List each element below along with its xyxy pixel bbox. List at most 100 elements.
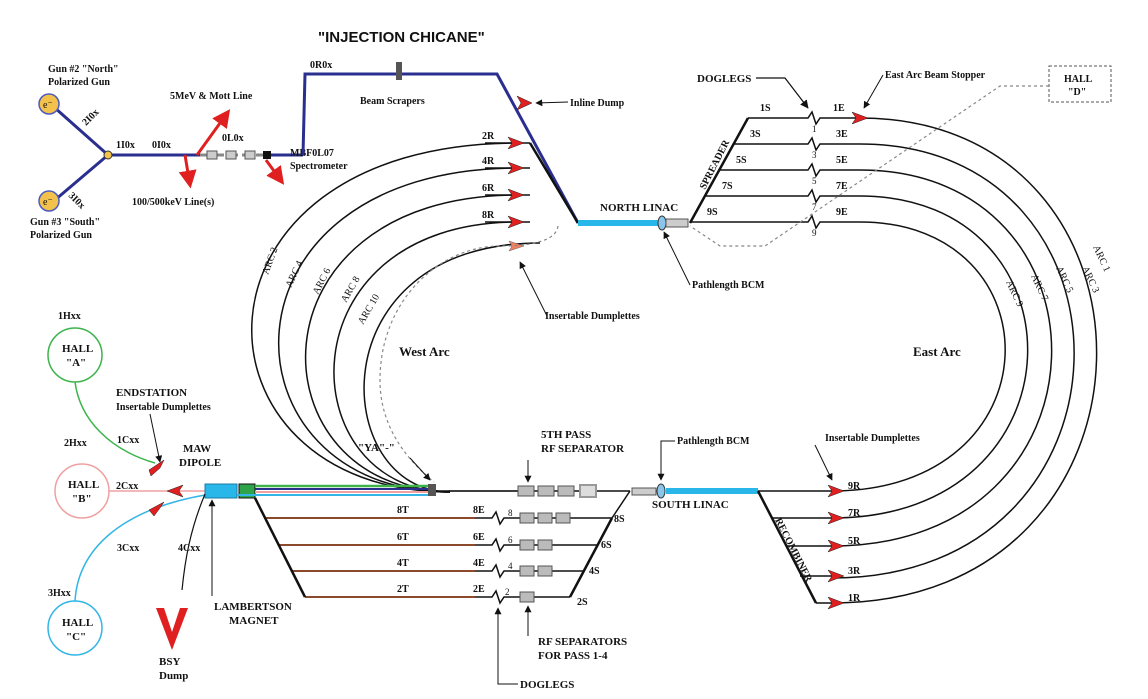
label-3I0x: 3I0x — [66, 190, 87, 211]
label-2I0x: 2I0x — [80, 107, 101, 128]
west-arc-8 — [333, 221, 519, 493]
south-bcm-label: Pathlength BCM — [677, 436, 750, 447]
east-arc-3 — [831, 143, 1075, 579]
injection-chicane-line — [301, 72, 580, 224]
west-arc-10 — [363, 242, 541, 493]
arc-6-label: ARC 6 — [311, 266, 334, 296]
arc-9-label: ARC 9 — [1003, 279, 1025, 309]
lambertson-label: LAMBERTSON — [214, 601, 292, 613]
hall-a-label: HALL — [62, 343, 93, 355]
east-arc-stopper-label: East Arc Beam Stopper — [885, 70, 986, 81]
east-arc-5 — [831, 169, 1053, 547]
label-3S: 3S — [750, 129, 761, 140]
recombiner-r-labels: 9R 7R 5R 3R 1R — [848, 481, 861, 604]
lambertson-sublabel: MAGNET — [229, 615, 279, 627]
label-n2: 2 — [505, 587, 510, 597]
gun-2-label: Gun #2 "North" — [48, 64, 119, 75]
label-2Cxx: 2Cxx — [116, 481, 138, 492]
south-s-labels: 8S 6S 4S 2S — [577, 514, 625, 608]
label-0I0x: 0I0x — [152, 140, 171, 151]
endstation-label: ENDSTATION — [116, 387, 187, 399]
south-linac-label: SOUTH LINAC — [652, 499, 729, 511]
hall-d-sublabel: "D" — [1068, 87, 1086, 98]
hall-c-label: HALL — [62, 617, 93, 629]
recombiner-dump-icons — [827, 484, 845, 610]
hall-b-label: HALL — [68, 479, 99, 491]
label-1S: 1S — [760, 103, 771, 114]
east-arc-stopper-icon — [851, 111, 869, 125]
hall-c-beamline — [74, 494, 206, 602]
dump-2R-icon — [507, 136, 525, 150]
hall-a-code: 1Hxx — [58, 311, 81, 322]
gun-3-sublabel: Polarized Gun — [30, 230, 92, 241]
east-arc-labels: ARC 1 ARC 3 ARC 5 ARC 7 ARC 9 — [1003, 244, 1112, 309]
hall-dump-icons — [148, 459, 184, 517]
hall-d-transport-line — [689, 85, 1049, 247]
label-n8: 8 — [508, 508, 513, 518]
south-rf-separators — [519, 512, 571, 603]
mott-line-label: 5MeV & Mott Line — [170, 91, 253, 102]
spreader-lines — [688, 110, 860, 230]
hall-b-circle — [54, 463, 110, 519]
doglegs-south-label: DOGLEGS — [520, 679, 574, 691]
insertable-dotted-path — [379, 225, 559, 483]
south-linac — [666, 488, 758, 494]
maw-label: MAW — [183, 443, 211, 455]
doglegs-south-arrow — [494, 607, 518, 685]
south-e-labels: 8E 6E 4E 2E — [473, 505, 485, 595]
dump-6R-icon — [507, 188, 525, 202]
dump-4R-icon — [507, 161, 525, 175]
kev-line-label: 100/500keV Line(s) — [132, 197, 214, 208]
rf-separators-sublabel: FOR PASS 1-4 — [538, 650, 608, 662]
east-arc-label: East Arc — [913, 344, 961, 359]
endstation-sublabel: Insertable Dumplettes — [116, 402, 211, 413]
dump-9R-icon — [827, 484, 845, 498]
hall-b-code: 2Hxx — [64, 438, 87, 449]
arc-2-label: ARC 2 — [260, 246, 280, 276]
label-7R: 7R — [848, 508, 861, 519]
arc-1-label: ARC 1 — [1090, 244, 1112, 274]
fifth-pass-label: 5TH PASS — [541, 429, 591, 441]
gun-2-symbol: e⁻ — [43, 100, 53, 111]
label-2E: 2E — [473, 584, 485, 595]
south-bcm-icon — [656, 483, 666, 499]
dump-5R-icon — [827, 539, 845, 553]
dump-1R-icon — [827, 596, 845, 610]
label-4T: 4T — [397, 558, 409, 569]
dump-7R-icon — [827, 511, 845, 525]
label-n4: 4 — [508, 561, 513, 571]
insertable-dumplettes-label: Insertable Dumplettes — [545, 311, 640, 322]
maw-sublabel: DIPOLE — [179, 457, 221, 469]
south-insertable-label: Insertable Dumplettes — [825, 433, 920, 444]
label-0L0x: 0L0x — [222, 133, 244, 144]
bsy-sublabel: Dump — [159, 670, 188, 682]
east-arc-7 — [831, 195, 1029, 519]
spreader-n-labels: 1 3 5 7 9 — [812, 124, 817, 238]
hall-a-dump-icon — [148, 459, 165, 477]
label-n7: 7 — [812, 202, 817, 212]
label-6T: 6T — [397, 532, 409, 543]
dump-8R-label: 8R — [482, 210, 495, 221]
west-arc-6 — [304, 194, 519, 493]
north-girder-icon — [665, 218, 689, 228]
bsy-label: BSY — [159, 656, 180, 668]
label-n3: 3 — [812, 150, 817, 160]
spreader-s-labels: 1S 3S 5S 7S 9S — [707, 103, 771, 218]
north-bcm-label: Pathlength BCM — [692, 280, 765, 291]
label-4Cxx: 4Cxx — [178, 543, 200, 554]
north-linac — [578, 220, 658, 226]
hall-b-dump-icon — [166, 484, 184, 498]
injection-chicane-title: "INJECTION CHICANE" — [318, 29, 485, 46]
label-n1: 1 — [812, 124, 817, 134]
rf-separators-label: RF SEPARATORS — [538, 636, 627, 648]
west-extraction-lines — [485, 142, 580, 224]
gun-3-symbol: e⁻ — [43, 197, 53, 208]
beam-scraper-icon — [396, 62, 402, 80]
arc-8-label: ARC 8 — [339, 275, 363, 305]
label-2S: 2S — [577, 597, 588, 608]
injector — [54, 106, 303, 202]
dump-4R-label: 4R — [482, 156, 495, 167]
inline-dump-label: Inline Dump — [570, 98, 625, 109]
doglegs-north-arrow — [756, 77, 809, 109]
